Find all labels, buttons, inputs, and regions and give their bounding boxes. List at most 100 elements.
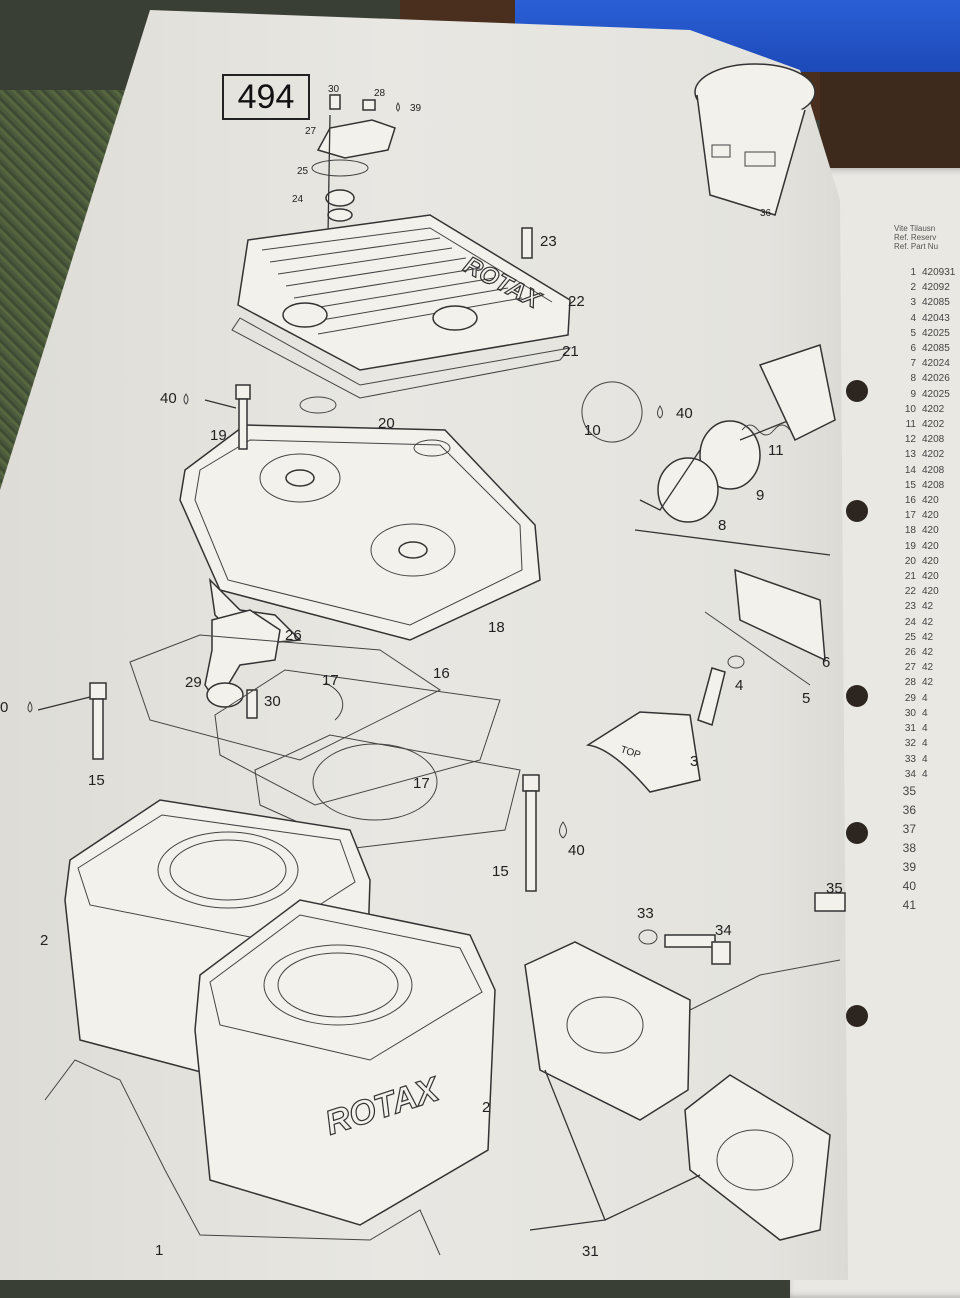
part-number: 42 [922,647,934,659]
valve-parts [581,344,836,686]
callout-3: 3 [690,753,698,770]
parts-list-row: 35 [894,782,955,801]
part-ref-number: 20 [904,555,916,567]
part-ref-number: 18 [904,525,916,537]
callout-1: 1 [155,1242,163,1259]
cylinder-head-cover: ROTAX [231,214,572,399]
part-ref-number: 1 [910,267,916,278]
part-number: 42 [922,631,934,643]
callout-40: 40 [160,390,177,407]
callout-6: 6 [822,654,830,671]
callout-17: 17 [413,775,430,792]
callout-31: 31 [582,1243,599,1260]
valve-slide: TOP [585,667,726,793]
part-number: 42085 [922,297,950,309]
lubricant-drop-icon [27,102,663,839]
part-number: 4208 [922,434,945,446]
parts-list-row: 38 [894,839,955,858]
callout-11: 11 [768,442,784,459]
binder-hole [846,822,868,844]
parts-list-row: 37 [894,820,955,839]
callout-15: 15 [492,863,509,880]
part-ref-number: 2 [910,282,916,294]
callout-5: 5 [802,690,810,707]
callout-18: 18 [488,619,505,636]
part-number: 420 [922,540,939,552]
part-ref-number: 26 [904,647,916,659]
callout-28: 28 [374,88,386,99]
callout-35: 35 [826,880,843,897]
part-number: 4 [922,753,928,765]
callout-34: 34 [715,922,732,939]
callout-labels: 1 2 2 3 4 5 6 8 9 10 11 15 15 16 17 17 1… [0,84,843,1260]
part-ref-number: 38 [902,840,916,855]
part-ref-number: 9 [910,388,916,400]
binder-hole [846,685,868,707]
callout-22: 22 [568,293,585,310]
part-ref-number: 41 [902,897,916,912]
part-ref-number: 22 [904,586,916,598]
callout-15: 15 [88,772,105,789]
part-ref-number: 12 [904,434,916,446]
part-ref-number: 39 [902,859,916,874]
callout-16: 16 [433,665,450,682]
part-ref-number: 31 [904,723,916,735]
part-ref-number: 36 [902,802,916,817]
part-number: 420 [922,555,939,567]
parts-list-row: 15 4208 [894,478,955,493]
part-number: 42026 [922,373,950,385]
part-ref-number: 32 [904,738,916,750]
parts-list-header: Vite Tilausn Ref. Reserv Ref. Part Nu [894,224,939,251]
callout-24: 24 [292,194,304,205]
callout-26: 26 [285,627,302,644]
part-ref-number: 30 [904,707,916,719]
callout-30: 30 [328,84,340,95]
callout-23: 23 [540,233,557,250]
part-number: 42 [922,601,934,613]
parts-list-row: 12 4208 [894,432,955,447]
part-ref-number: 5 [910,327,916,339]
part-ref-number: 15 [904,479,916,491]
part-ref-number: 11 [905,419,916,431]
part-number: 42025 [922,388,950,400]
piston [694,63,816,216]
part-ref-number: 8 [910,373,916,385]
callout-2: 2 [40,932,48,949]
part-number: 42024 [922,358,950,370]
callout-10: 10 [584,422,601,439]
parts-list-row: 26 42 [894,645,955,660]
cover-screw [521,227,533,259]
part-ref-number: 3 [910,297,916,309]
part-number: 420 [922,571,939,583]
callout-2: 2 [482,1099,490,1116]
part-number: 4208 [922,479,945,491]
callout-17: 17 [322,672,339,689]
part-ref-number: 6 [910,343,916,355]
part-number: 42 [922,616,934,628]
callout-36: 36 [760,208,772,219]
parts-list-row: 36 [894,801,955,820]
head-gaskets [129,634,521,849]
callout-9: 9 [756,487,764,504]
part-ref-number: 29 [904,692,916,704]
